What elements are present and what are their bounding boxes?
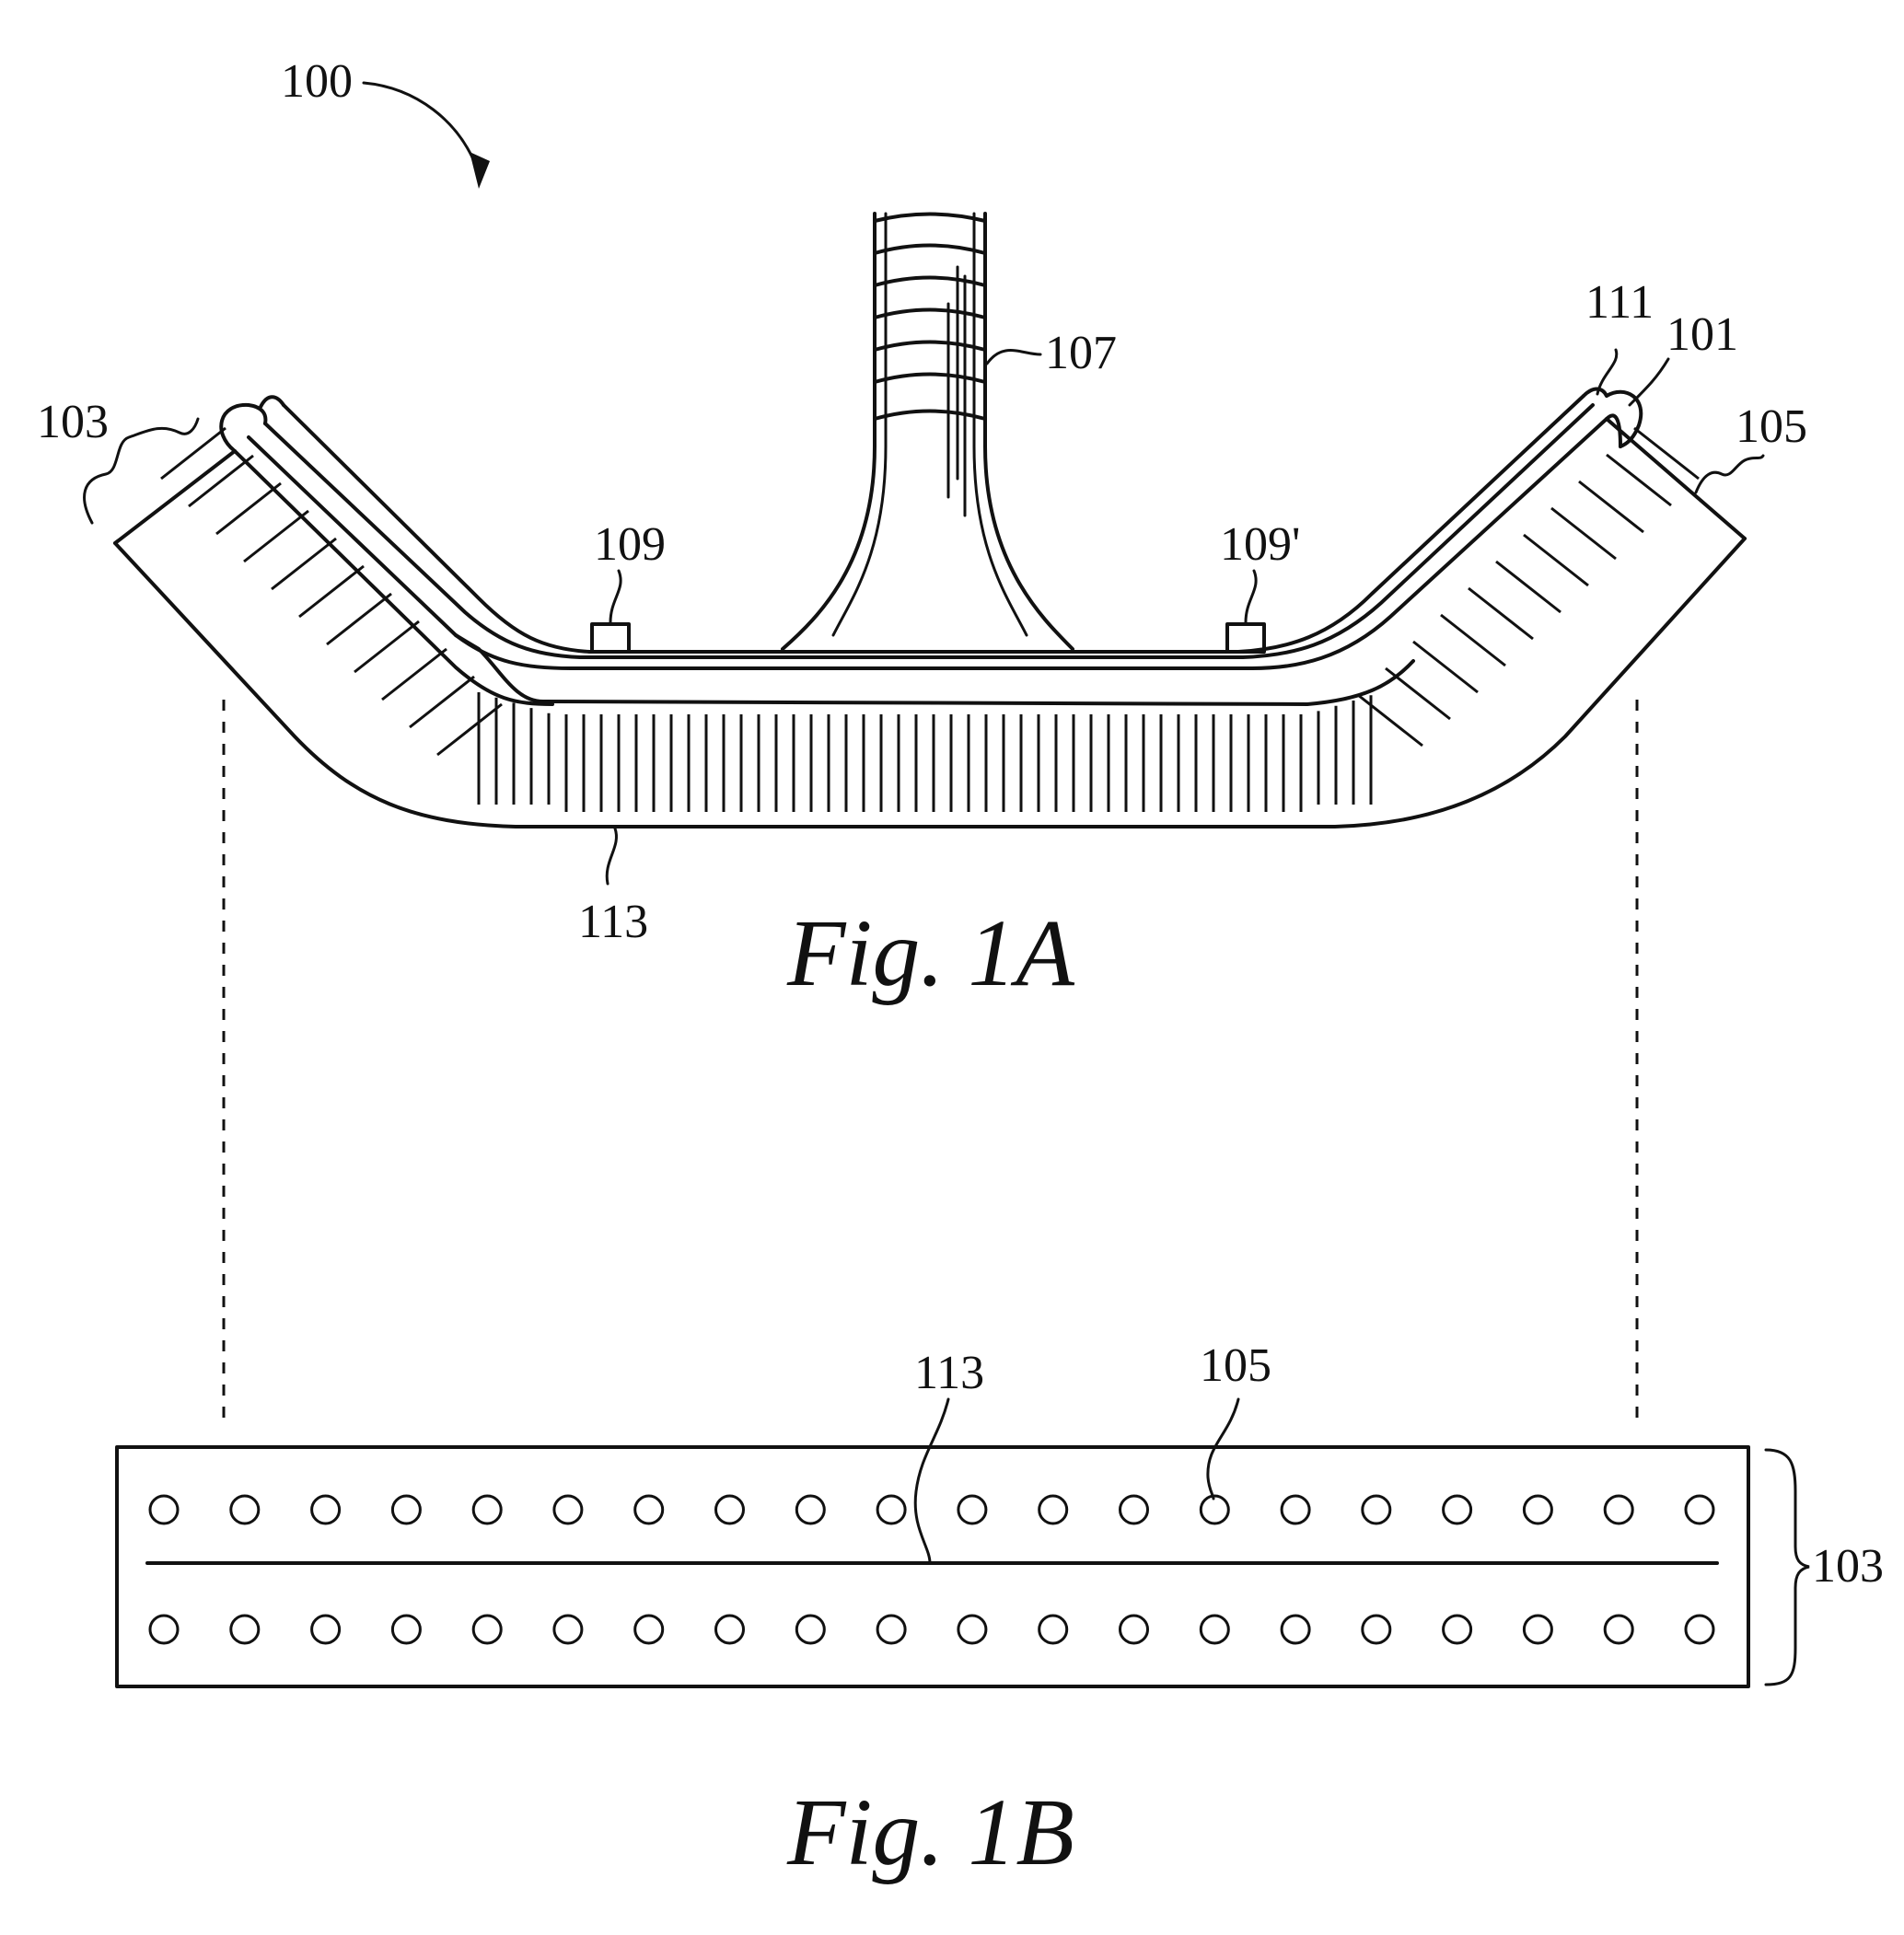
label-109: 109 bbox=[594, 518, 666, 571]
hole-105 bbox=[1605, 1616, 1632, 1643]
hole-105 bbox=[1363, 1496, 1390, 1524]
leader-109-prime bbox=[1246, 571, 1256, 622]
hole-105 bbox=[1201, 1616, 1228, 1643]
hatch-line bbox=[382, 649, 447, 700]
hole-105 bbox=[1282, 1496, 1309, 1524]
hole-105 bbox=[958, 1496, 986, 1524]
hatch-line bbox=[354, 621, 419, 672]
hole-105 bbox=[150, 1616, 178, 1643]
leader-107 bbox=[987, 351, 1040, 364]
hatch-line bbox=[1524, 535, 1588, 585]
label-111: 111 bbox=[1585, 276, 1654, 329]
arrowhead-100 bbox=[470, 152, 490, 189]
leader-111 bbox=[1597, 350, 1617, 394]
hole-105 bbox=[716, 1616, 744, 1643]
hatch-line bbox=[244, 511, 308, 562]
hole-105 bbox=[231, 1616, 259, 1643]
hole-105 bbox=[635, 1616, 663, 1643]
hole-105 bbox=[231, 1496, 259, 1524]
hole-105 bbox=[1120, 1496, 1148, 1524]
hole-105 bbox=[716, 1496, 744, 1524]
label-100: 100 bbox=[281, 55, 353, 108]
hatch-line bbox=[1551, 508, 1616, 559]
hole-105 bbox=[1039, 1616, 1067, 1643]
hole-105 bbox=[1120, 1616, 1148, 1643]
hole-105 bbox=[1039, 1496, 1067, 1524]
hole-105 bbox=[1444, 1496, 1471, 1524]
hatch-line bbox=[437, 704, 502, 755]
bracket-103-1b bbox=[1766, 1450, 1809, 1685]
hole-105 bbox=[877, 1496, 905, 1524]
hatch-line bbox=[1358, 695, 1422, 746]
hatch-line bbox=[299, 566, 364, 617]
caption-1b: Fig. 1B bbox=[786, 1779, 1074, 1885]
leader-109 bbox=[610, 571, 621, 622]
hole-105 bbox=[1282, 1616, 1309, 1643]
hatch-line bbox=[1607, 455, 1671, 505]
hatch-line bbox=[1496, 562, 1561, 612]
sensor-109-prime bbox=[1227, 624, 1264, 652]
hatch-line bbox=[410, 677, 474, 727]
hole-105 bbox=[1524, 1496, 1551, 1524]
label-107: 107 bbox=[1045, 327, 1117, 379]
hatch-line bbox=[272, 539, 336, 589]
hole-105 bbox=[1363, 1616, 1390, 1643]
hole-105 bbox=[1686, 1616, 1713, 1643]
hole-105 bbox=[554, 1496, 582, 1524]
hole-105 bbox=[1201, 1496, 1228, 1524]
figure-1a: 100 107 bbox=[37, 55, 1807, 1006]
holes-group bbox=[150, 1496, 1713, 1643]
hole-105 bbox=[1686, 1496, 1713, 1524]
label-113-1a: 113 bbox=[578, 896, 648, 948]
hole-105 bbox=[877, 1616, 905, 1643]
hole-105 bbox=[796, 1496, 824, 1524]
hole-105 bbox=[392, 1496, 420, 1524]
strip-outline bbox=[117, 1447, 1748, 1686]
label-103-1b: 103 bbox=[1812, 1540, 1884, 1593]
label-105-1b: 105 bbox=[1200, 1339, 1271, 1392]
label-113-1b: 113 bbox=[914, 1347, 984, 1399]
label-105-1a: 105 bbox=[1736, 400, 1807, 453]
hole-105 bbox=[635, 1496, 663, 1524]
hatch-line bbox=[1413, 642, 1478, 692]
hatch-line bbox=[327, 594, 391, 644]
hole-105 bbox=[554, 1616, 582, 1643]
leader-101 bbox=[1630, 359, 1668, 405]
hole-105 bbox=[150, 1496, 178, 1524]
label-101: 101 bbox=[1666, 308, 1738, 361]
hole-105 bbox=[473, 1496, 501, 1524]
hatch-line bbox=[1441, 615, 1505, 666]
leader-105-1a bbox=[1696, 456, 1763, 492]
label-109-prime: 109' bbox=[1220, 518, 1300, 571]
hatching bbox=[161, 428, 1699, 812]
hole-105 bbox=[392, 1616, 420, 1643]
hole-105 bbox=[1605, 1496, 1632, 1524]
label-103-1a: 103 bbox=[37, 396, 109, 448]
sensor-109 bbox=[592, 624, 629, 652]
caption-1a: Fig. 1A bbox=[786, 900, 1074, 1006]
hole-105 bbox=[1524, 1616, 1551, 1643]
hole-105 bbox=[473, 1616, 501, 1643]
hatch-line bbox=[161, 428, 226, 479]
hatch-line bbox=[1469, 588, 1533, 639]
hatch-line bbox=[1386, 668, 1450, 719]
hatch-line bbox=[1579, 481, 1643, 532]
leader-100 bbox=[364, 83, 479, 173]
hole-105 bbox=[958, 1616, 986, 1643]
leader-113-1a bbox=[607, 828, 616, 884]
hole-105 bbox=[1444, 1616, 1471, 1643]
hole-105 bbox=[312, 1496, 340, 1524]
cuff-tube bbox=[221, 389, 1641, 669]
hole-105 bbox=[312, 1616, 340, 1643]
figure-1b: 113 105 103 Fig. 1B bbox=[117, 1339, 1884, 1885]
hatch-line bbox=[216, 483, 281, 534]
tube-107 bbox=[783, 214, 1073, 649]
hole-105 bbox=[796, 1616, 824, 1643]
leader-113-1b bbox=[915, 1399, 948, 1563]
